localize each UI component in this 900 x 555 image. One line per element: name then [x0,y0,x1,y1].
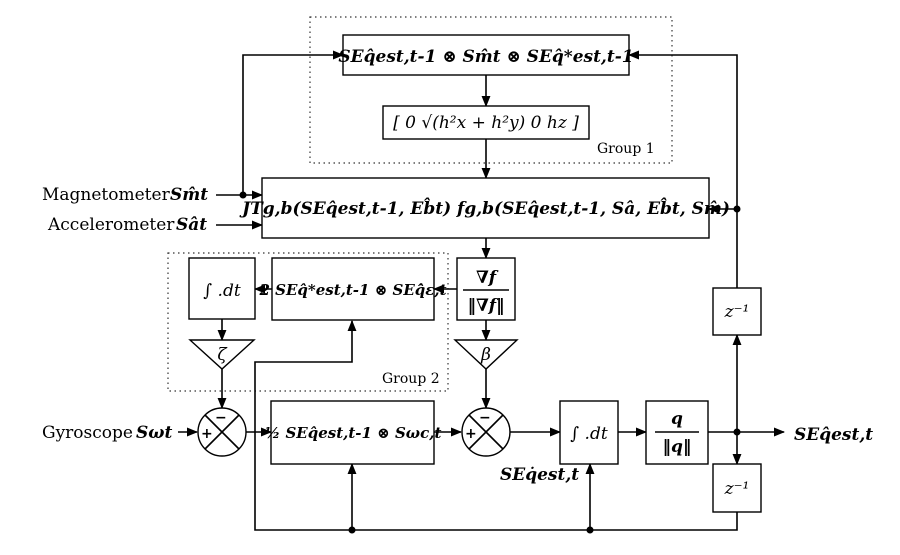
sum2-minus-sign: − [479,410,491,426]
junction-bus-2 [586,526,594,534]
group-1-label: Group 1 [597,141,655,157]
accelerometer-symbol: Sât [176,215,207,235]
qdot-est-label: SEq̇est,t [500,465,579,485]
beta-gain [453,339,519,370]
bias-calc-block [271,257,435,321]
zeta-gain [188,339,256,370]
sum1-plus-sign: + [201,426,213,442]
sum-junction-1 [197,407,247,457]
integrate-bias-block [188,257,256,320]
integrate-block [559,400,619,465]
junction-output [733,428,741,436]
group-2-boundary [167,252,449,392]
jacobian-block [261,177,710,239]
sum1-minus-sign: − [215,410,227,426]
sum-junction-2 [461,407,511,457]
gradient-numerator: ∇f [476,268,499,288]
accelerometer-label: Accelerometer [47,215,175,235]
magnetometer-symbol: Sm̂t [170,185,208,205]
beta-gain-text: β [480,345,491,365]
normalize-denominator: ‖q‖ [663,437,692,457]
junction-feedback [733,205,741,213]
wire-delay-to-rotate [627,50,738,288]
junction-bus-1 [348,526,356,534]
reference-block [382,105,590,140]
bias-calc-text: 2 SEq̂*est,t-1 ⊗ SEq̂̇ε,t [258,281,446,299]
integrate-bias-text: ∫ .dt [203,281,241,301]
gradient-normalize-block [456,257,516,321]
wire-mag-to-rotate [242,50,345,195]
delay-block-top [712,287,762,336]
delay-block-bottom [712,463,762,513]
normalize-numerator: q [671,409,683,429]
group-2-label: Group 2 [382,371,440,387]
wire-feedback-bus [254,319,738,531]
output-label: SEq̂est,t [794,425,873,445]
delay-bottom-text: z⁻¹ [724,479,750,499]
zeta-gain-text: ζ [217,345,228,365]
gradient-denominator: ‖∇f‖ [467,296,504,316]
gyroscope-label: Gyroscope [42,423,133,443]
delay-top-text: z⁻¹ [724,302,750,322]
junction-mag [239,191,247,199]
sum2-plus-sign: + [465,426,477,442]
group-1-boundary [309,16,673,164]
integrate-block-text: ∫ .dt [570,424,608,444]
gyro-rate-block [270,400,435,465]
gyroscope-symbol: Sωt [136,423,172,443]
rotate-block-text: SEq̂est,t-1 ⊗ Sm̂t ⊗ SEq̂*est,t-1 [338,47,633,67]
magnetometer-label: Magnetometer [42,185,171,205]
reference-block-text: [ 0 √(h²x + h²y) 0 hz ] [393,113,579,133]
rotate-block [342,34,630,76]
gyro-rate-text: ½ SEq̂est,t-1 ⊗ Sωc,t [265,424,442,442]
jacobian-block-text: JTg,b(SEq̂est,t-1, Eb̂t) fg,b(SEq̂est,t-… [239,198,730,219]
